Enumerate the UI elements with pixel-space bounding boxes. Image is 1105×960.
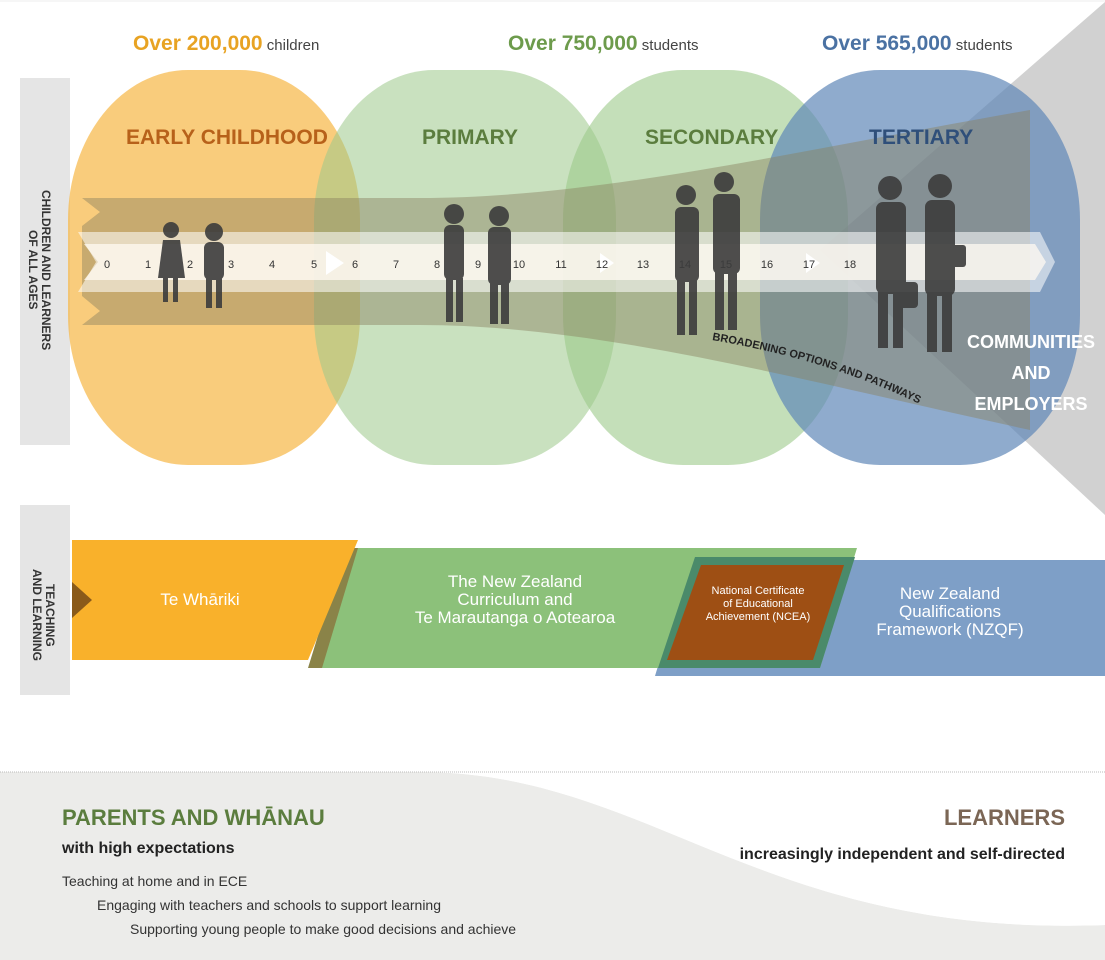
ncea-line-3: Achievement (NCEA) — [705, 611, 811, 623]
parents-line-2: Engaging with teachers and schools to su… — [97, 897, 441, 913]
ncea-line-2: of Educational — [723, 598, 793, 610]
nz-curriculum-line-1: The New Zealand — [447, 572, 583, 591]
people-silhouettes — [158, 172, 966, 352]
parents-line-1: Teaching at home and in ECE — [62, 873, 248, 889]
adult-silhouette-1 — [876, 176, 918, 348]
stage-marker-3 — [806, 253, 820, 273]
nzqf-line-2: Qualifications — [898, 602, 1002, 621]
ncea-band — [667, 565, 844, 660]
nz-curriculum-line-3: Te Marautanga o Aotearoa — [414, 608, 616, 627]
secondary-title: SECONDARY — [645, 126, 779, 149]
learners-area — [420, 772, 1105, 926]
age-tick-8: 8 — [434, 259, 440, 271]
tertiary-count-unit: students — [955, 37, 1013, 54]
children-side-label: CHILDREN AND LEARNERS OF ALL AGES — [26, 189, 53, 351]
age-arrow-inner — [84, 244, 1046, 280]
age-tick-4: 4 — [269, 259, 275, 271]
primary-title: PRIMARY — [422, 126, 519, 149]
age-tick-7: 7 — [393, 259, 399, 271]
age-tick-10: 10 — [513, 259, 525, 271]
age-tick-16: 16 — [761, 259, 773, 271]
tertiary-title: TERTIARY — [869, 126, 974, 149]
communities-line-3: EMPLOYERS — [974, 394, 1088, 414]
learners-subtitle: increasingly independent and self-direct… — [739, 846, 1065, 863]
child-silhouette-2 — [204, 223, 224, 308]
nz-curriculum-label: The New Zealand Curriculum and Te Maraut… — [370, 573, 660, 627]
tertiary-count: Over 565,000 students — [822, 32, 1013, 56]
age-tick-11: 11 — [555, 259, 566, 271]
primary-count-unit: students — [641, 37, 699, 54]
age-scale: 0123456789101112131415161718 — [104, 259, 856, 271]
communities-employers-label: COMMUNITIES AND EMPLOYERS — [966, 327, 1096, 420]
child-silhouette-4 — [488, 206, 511, 324]
side-bar-children — [20, 78, 70, 445]
primary-count-number: Over 750,000 — [508, 32, 638, 55]
parents-area — [0, 772, 1105, 960]
communities-line-1: COMMUNITIES — [967, 332, 1095, 352]
age-tick-6: 6 — [352, 259, 358, 271]
teaching-side-label: TEACHING AND LEARNING — [30, 569, 57, 661]
age-tick-3: 3 — [228, 259, 234, 271]
nzqf-line-3: Framework (NZQF) — [876, 620, 1024, 639]
te-whariki-arrow — [72, 582, 92, 618]
age-tick-18: 18 — [844, 259, 856, 271]
primary-secondary-count: Over 750,000 students — [508, 32, 699, 56]
parents-subtitle: with high expectations — [62, 840, 235, 857]
age-tick-5: 5 — [311, 259, 317, 271]
age-tick-17: 17 — [803, 259, 815, 271]
child-silhouette-3 — [444, 204, 464, 322]
tertiary-count-number: Over 565,000 — [822, 32, 952, 55]
communities-line-2: AND — [1011, 363, 1051, 383]
stage-marker-1 — [326, 251, 344, 275]
early-count-number: Over 200,000 — [133, 32, 263, 55]
side-bar-teaching — [20, 505, 70, 695]
parents-line-3: Supporting young people to make good dec… — [130, 921, 517, 937]
nz-curriculum-line-2: Curriculum and — [457, 590, 573, 609]
nzqf-label: New Zealand Qualifications Framework (NZ… — [860, 585, 1040, 639]
age-tick-9: 9 — [475, 259, 481, 271]
age-tick-13: 13 — [637, 259, 649, 271]
parents-title: PARENTS AND WHĀNAU — [62, 805, 325, 830]
ncea-label: National Certificate of Educational Achi… — [688, 585, 828, 624]
age-tick-1: 1 — [145, 259, 151, 271]
te-whariki-label: Te Whāriki — [160, 590, 240, 609]
curriculum-band-shadow — [308, 548, 358, 668]
learners-title: LEARNERS — [943, 805, 1065, 830]
teen-silhouette-2 — [713, 172, 740, 330]
ncea-line-1: National Certificate — [711, 585, 805, 597]
age-tick-2: 2 — [187, 259, 193, 271]
te-whariki-band — [72, 540, 358, 660]
early-count-unit: children — [266, 37, 320, 54]
teen-silhouette-1 — [675, 185, 699, 335]
age-tick-12: 12 — [596, 259, 608, 271]
early-childhood-title: EARLY CHILDHOOD — [126, 126, 328, 149]
age-tick-0: 0 — [104, 259, 110, 271]
nzqf-line-1: New Zealand — [899, 584, 1001, 603]
stage-marker-2 — [600, 253, 614, 273]
child-silhouette-1 — [158, 222, 185, 302]
early-childhood-count: Over 200,000 children — [133, 32, 319, 56]
adult-silhouette-2 — [925, 174, 966, 352]
